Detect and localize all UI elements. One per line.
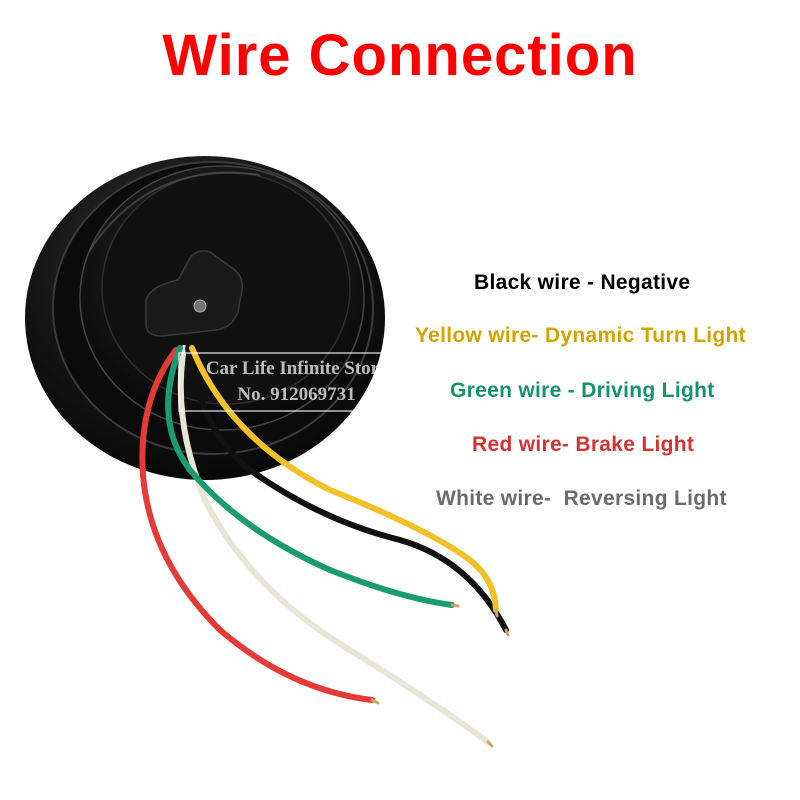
black-wire — [185, 345, 509, 633]
watermark-line1: Car Life Infinite Store — [205, 358, 388, 379]
white-wire — [177, 345, 491, 745]
wires — [139, 345, 510, 748]
watermark-line2: No. 912069731 — [237, 384, 356, 405]
yellow-wire — [189, 345, 499, 613]
page-title: Wire Connection — [162, 23, 638, 88]
wire-boss — [145, 250, 244, 337]
green-wire — [165, 345, 455, 608]
red-wire — [139, 347, 375, 703]
watermark: Car Life Infinite Store No. 912069731 — [178, 352, 415, 412]
